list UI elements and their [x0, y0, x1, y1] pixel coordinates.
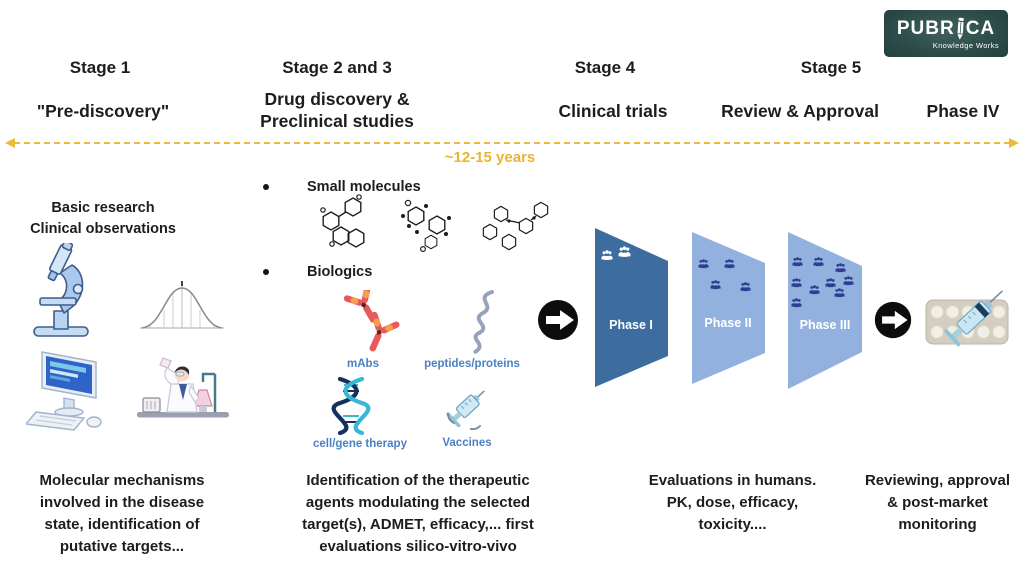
stage1-title: Stage 1	[69, 58, 131, 77]
bullet-dot-icon	[263, 184, 269, 190]
bell-curve-icon	[140, 281, 224, 329]
phase4-caption-line: Reviewing, approval	[864, 472, 1011, 489]
stage23-caption-line: agents modulating the selected	[305, 494, 531, 511]
stage5-title: Stage 5	[800, 58, 862, 77]
stage1-top-line1: Basic research	[51, 200, 155, 216]
logo-tagline: Knowledge Works	[932, 41, 999, 50]
trials-caption-line: toxicity....	[698, 516, 767, 533]
logo-text-pre: PUBR	[896, 17, 955, 39]
arrow-circle-icon	[874, 301, 912, 339]
computer-icon	[26, 351, 102, 431]
phase4-caption-line: monitoring	[898, 516, 977, 533]
stage23-subtitle: Drug discovery & Preclinical studies	[242, 88, 432, 132]
phase2-label: Phase II	[704, 316, 751, 330]
stage23-caption-line: target(s), ADMET, efficacy,... first	[302, 516, 534, 533]
arrow-circle-icon	[538, 300, 578, 340]
microscope-icon	[33, 243, 89, 337]
timeline-left-arrowhead-icon	[5, 138, 15, 148]
antibody-icon	[343, 290, 400, 352]
phase3-label: Phase III	[800, 318, 851, 332]
bullet-dot-icon	[263, 269, 269, 275]
stage23-subtitle-line1: Drug discovery &	[264, 89, 410, 109]
stage1-top-text: Basic research Clinical observations	[18, 198, 188, 240]
small-molecules-label: Small molecules	[307, 179, 421, 195]
phase3-trapezoid	[788, 232, 862, 389]
trials-caption: Evaluations in humans. PK, dose, efficac…	[630, 470, 835, 536]
cellgene-label: cell/gene therapy	[313, 438, 407, 450]
stage1-subtitle: "Pre-discovery"	[36, 101, 170, 121]
stage1-caption: Molecular mechanisms involved in the dis…	[17, 470, 227, 558]
dna-helix-icon	[331, 376, 371, 436]
phase4-subtitle: Phase IV	[926, 101, 1000, 121]
phase1-label: Phase I	[609, 318, 653, 332]
pubrica-logo: PUBR CA Knowledge Works	[884, 10, 1008, 57]
molecule-structures-icon	[320, 194, 549, 252]
phase2-trapezoid	[692, 232, 765, 384]
stage23-subtitle-line2: Preclinical studies	[260, 111, 414, 131]
clinical-phases-graphic: Phase I Phase II Phase III	[538, 228, 862, 389]
logo-text-post: CA	[965, 17, 996, 39]
vaccines-label: Vaccines	[442, 437, 492, 449]
timeline-right-arrowhead-icon	[1009, 138, 1019, 148]
pencil-icon	[957, 17, 964, 40]
stage4-title: Stage 4	[574, 58, 636, 77]
phase4-caption-line: & post-market	[887, 494, 988, 511]
vaccine-syringe-icon	[446, 390, 485, 431]
timeline-dashed-line	[14, 142, 1010, 144]
stage1-caption-line: involved in the disease	[39, 494, 205, 511]
stage1-caption-line: putative targets...	[59, 538, 185, 555]
peptide-chain-icon	[473, 290, 494, 354]
stage1-caption-line: state, identification of	[44, 516, 200, 533]
stage1-caption-line: Molecular mechanisms	[39, 472, 205, 489]
mabs-label: mAbs	[347, 358, 379, 370]
timeline-duration-label: ~12-15 years	[444, 149, 536, 166]
stage23-title: Stage 2 and 3	[282, 58, 392, 77]
stage23-caption-line: evaluations silico-vitro-vivo	[319, 538, 517, 555]
stage23-caption-line: Identification of the therapeutic	[306, 472, 530, 489]
blister-pack-syringe-icon	[925, 290, 1009, 347]
scientist-icon	[137, 357, 229, 418]
phase4-caption: Reviewing, approval & post-market monito…	[855, 470, 1020, 536]
phase1-trapezoid	[595, 228, 668, 387]
biologics-label: Biologics	[307, 264, 373, 280]
trials-caption-line: PK, dose, efficacy,	[666, 494, 799, 511]
trials-caption-line: Evaluations in humans.	[648, 472, 817, 489]
stage1-top-line2: Clinical observations	[30, 221, 176, 237]
logo-name: PUBR CA	[897, 17, 995, 40]
stage5-subtitle: Review & Approval	[721, 101, 879, 121]
stage4-subtitle: Clinical trials	[558, 101, 668, 121]
stage23-caption: Identification of the therapeutic agents…	[293, 470, 543, 558]
peptides-label: peptides/proteins	[424, 358, 520, 370]
